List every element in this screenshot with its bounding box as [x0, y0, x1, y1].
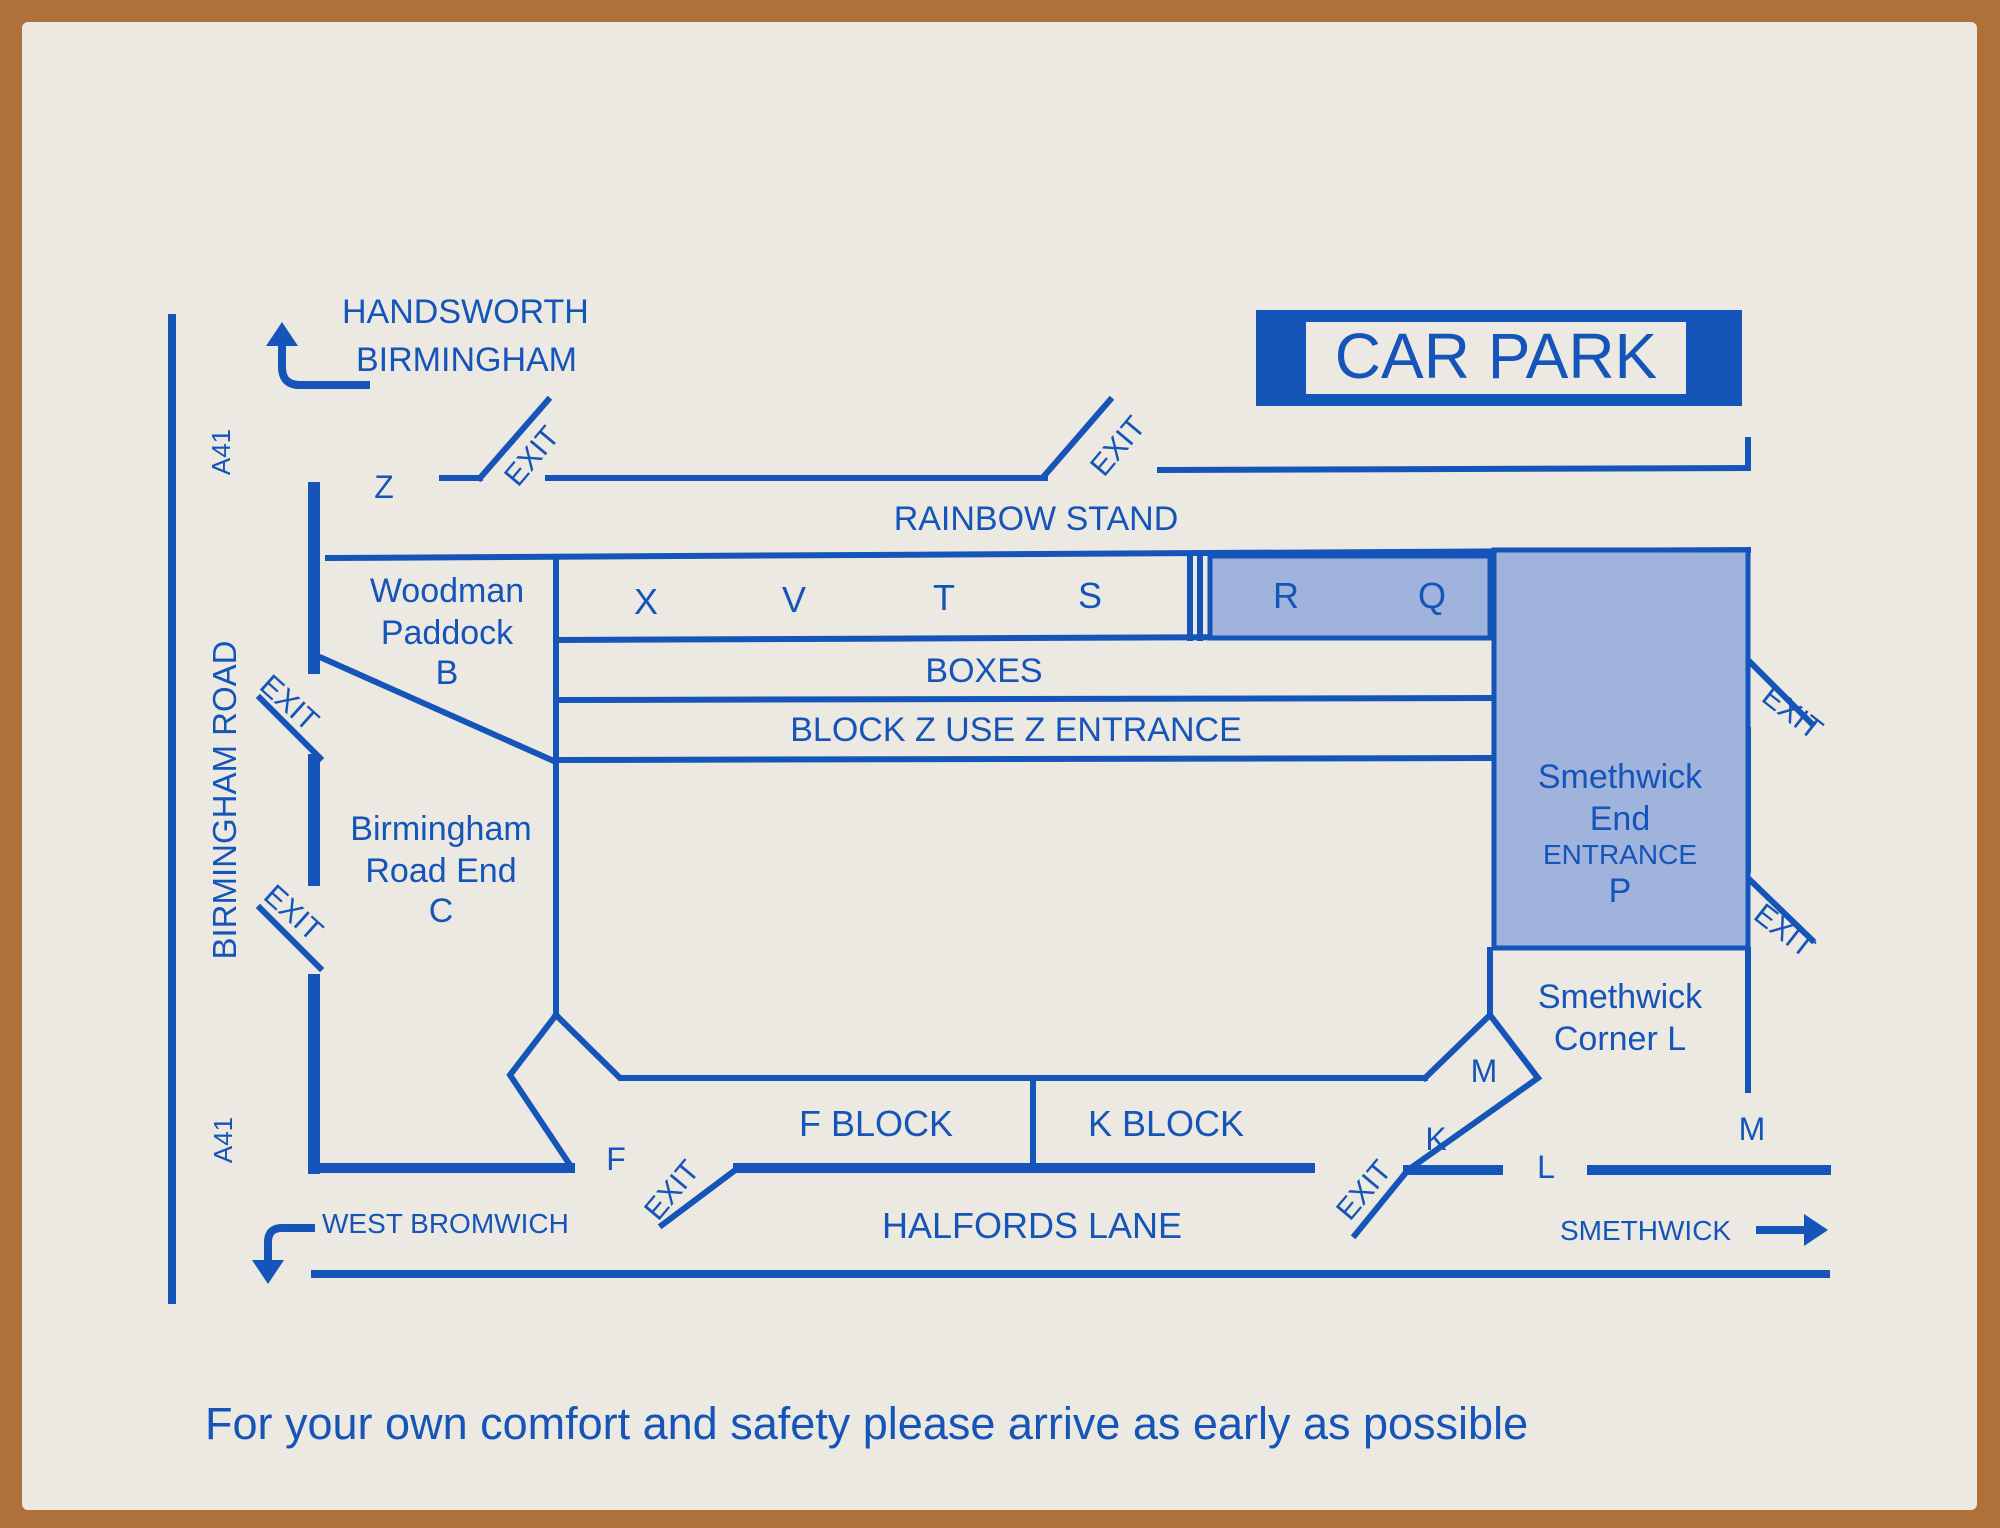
label-a41-top: A41: [206, 429, 236, 475]
exit-slash-z: [475, 395, 553, 483]
label-halfords-lane: HALFORDS LANE: [882, 1205, 1182, 1246]
block-letters: X V T S R Q: [634, 575, 1446, 622]
label-smethwick-direction: SMETHWICK: [1560, 1215, 1731, 1246]
label-west-bromwich: WEST BROMWICH: [322, 1208, 569, 1239]
label-f-block: F BLOCK: [799, 1103, 953, 1144]
exit-label-f: EXIT: [638, 1154, 706, 1226]
gate-m-outer: M: [1739, 1111, 1766, 1147]
gate-m-inner: M: [1471, 1053, 1498, 1089]
smethwick-end-line-1: Smethwick: [1538, 758, 1703, 796]
arrow-right-head-icon: [1804, 1214, 1828, 1246]
exit-label-right-upper: EXIT: [1756, 680, 1829, 747]
block-v: V: [782, 579, 806, 620]
direction-arrows: [264, 336, 1812, 1272]
exit-slash-k: [1350, 1165, 1413, 1240]
top-road-segment-c: [1156, 464, 1752, 474]
label-a41-bottom: A41: [208, 1117, 238, 1163]
smethwick-end-label: Smethwick End ENTRANCE P: [1538, 758, 1703, 910]
car-park-title: CAR PARK: [1335, 320, 1657, 392]
smethwick-corner-label: Smethwick Corner L: [1538, 978, 1703, 1058]
label-rainbow-stand: RAINBOW STAND: [894, 500, 1179, 538]
exit-slash-left-upper: [255, 693, 325, 763]
exit-slash-f: [657, 1163, 743, 1230]
smethwick-end-shaded: [1491, 547, 1751, 951]
block-s: S: [1078, 575, 1102, 616]
block-rq-shaded: [1207, 553, 1493, 641]
block-row-line-2: [552, 694, 1494, 704]
map-lines: [168, 314, 1831, 1304]
label-birmingham-road: BIRMINGHAM ROAD: [206, 640, 243, 959]
label-handsworth: HANDSWORTH: [342, 293, 589, 331]
exit-slash-rainbow: [1040, 395, 1115, 480]
gate-f: F: [606, 1141, 626, 1177]
woodman-line-3: B: [436, 654, 459, 692]
label-birmingham: BIRMINGHAM: [356, 341, 577, 379]
block-q: Q: [1418, 575, 1446, 616]
m-gate-outline: [1403, 1010, 1543, 1175]
birmingham-road-end-line-2: Road End: [365, 852, 516, 890]
birmingham-road-end-label: Birmingham Road End C: [350, 810, 531, 930]
smethwick-end-line-2: End: [1590, 800, 1651, 838]
smethwick-corner-line-1: Smethwick: [1538, 978, 1703, 1016]
footer-note: For your own comfort and safety please a…: [205, 1398, 1529, 1449]
gate-k: K: [1425, 1121, 1446, 1157]
f-gate-outline: [506, 1010, 575, 1170]
gate-z: Z: [374, 469, 394, 505]
car-park-inner: [1306, 322, 1686, 394]
arrow-up-head-icon: [266, 322, 298, 346]
arrow-down-head-icon: [252, 1260, 284, 1284]
block-r: R: [1273, 575, 1299, 616]
exit-slash-right-lower: [1743, 873, 1817, 945]
label-boxes: BOXES: [925, 652, 1042, 690]
smethwick-end-line-3: ENTRANCE: [1543, 839, 1697, 870]
woodman-paddock-label: Woodman Paddock B: [370, 572, 524, 692]
smethwick-end-line-4: P: [1609, 872, 1632, 910]
block-x: X: [634, 581, 658, 622]
arrow-up-left-icon: [278, 336, 370, 389]
woodman-line-1: Woodman: [370, 572, 524, 610]
birmingham-road-end-line-1: Birmingham: [350, 810, 531, 848]
block-row-line-3: [552, 754, 1494, 764]
smethwick-corner-line-2: Corner L: [1554, 1020, 1686, 1058]
label-k-block: K BLOCK: [1088, 1103, 1244, 1144]
exit-slash-left-lower: [255, 903, 325, 973]
exit-label-right-lower: EXIT: [1748, 898, 1821, 965]
birmingham-road-end-line-3: C: [429, 892, 454, 930]
woodman-line-2: Paddock: [381, 614, 514, 652]
gate-letters: Z F K L M M: [374, 469, 1765, 1185]
arrow-down-left-icon: [264, 1224, 315, 1272]
gate-l: L: [1537, 1149, 1555, 1185]
exit-label-z: EXIT: [498, 420, 566, 492]
label-block-z: BLOCK Z USE Z ENTRANCE: [790, 711, 1242, 749]
exit-slash-right-upper: [1743, 655, 1817, 729]
pitch-bottom-line: [551, 1010, 1428, 1081]
woodman-diagonal: [318, 654, 560, 766]
block-t: T: [933, 577, 955, 618]
